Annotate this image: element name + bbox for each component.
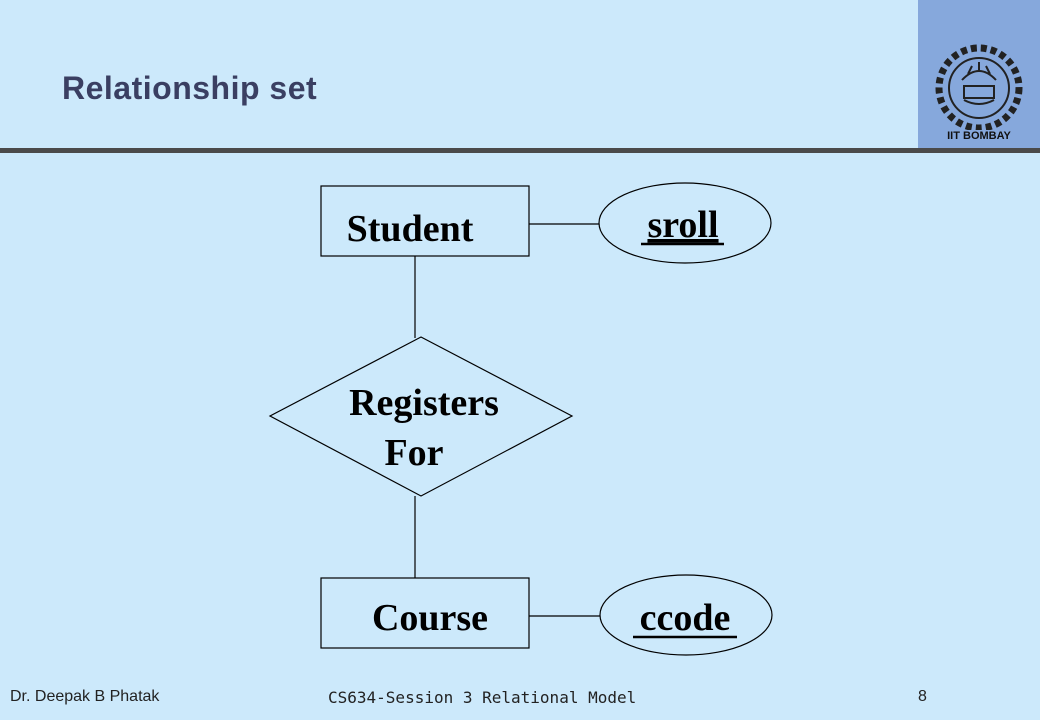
course-entity-box xyxy=(320,577,530,649)
footer-course: CS634-Session 3 Relational Model xyxy=(328,688,637,707)
ccode-attribute-label: ccode xyxy=(640,597,731,639)
student-entity-box xyxy=(320,185,530,257)
course-entity-label: Course xyxy=(372,597,488,639)
slide-title: Relationship set xyxy=(62,70,318,106)
iit-bombay-logo-icon xyxy=(935,44,1023,132)
relationship-label-line1: Registers xyxy=(349,382,499,424)
footer-page-number: 8 xyxy=(918,688,927,705)
relationship-label-line2: For xyxy=(384,432,443,474)
registers-for-relationship-diamond xyxy=(268,336,574,497)
logo-caption: IIT BOMBAY xyxy=(947,130,1011,142)
ccode-attribute-ellipse xyxy=(599,574,773,656)
student-entity-label: Student xyxy=(347,208,474,250)
logo-panel xyxy=(918,0,1040,153)
sroll-attribute-label: sroll xyxy=(647,204,718,246)
title-divider xyxy=(0,148,1040,153)
footer-author: Dr. Deepak B Phatak xyxy=(10,688,160,705)
